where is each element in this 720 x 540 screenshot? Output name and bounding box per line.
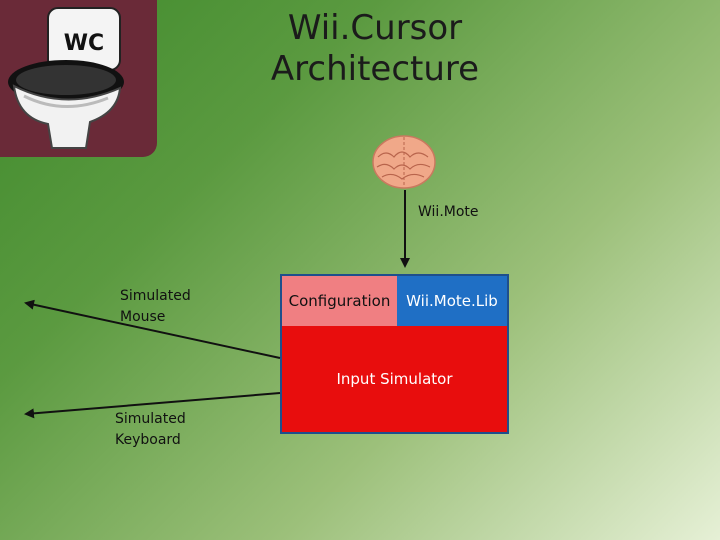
mouse-arrow <box>24 299 281 359</box>
wiimote-lib-label: Wii.Mote.Lib <box>406 292 498 310</box>
logo-text: WC <box>64 31 104 56</box>
slide-title: Wii.Cursor Architecture <box>230 8 520 90</box>
input-simulator-label: Input Simulator <box>336 370 453 388</box>
mouse-label-line-2: Mouse <box>120 309 166 325</box>
keyboard-label-line-2: Keyboard <box>115 432 181 448</box>
simulated-mouse-label: Simulated Mouse <box>120 286 210 328</box>
wc-logo: WC <box>0 0 157 157</box>
toilet-icon: WC <box>8 7 124 149</box>
wiimote-label: Wii.Mote <box>418 204 479 220</box>
brain-icon <box>372 135 436 189</box>
wiimote-lib-box: Wii.Mote.Lib <box>397 276 507 326</box>
keyboard-arrow <box>24 392 281 419</box>
simulated-keyboard-label: Simulated Keyboard <box>115 409 205 451</box>
title-line-1: Wii.Cursor <box>287 8 463 48</box>
mouse-label-line-1: Simulated <box>120 288 191 304</box>
configuration-box: Configuration <box>282 276 397 326</box>
title-line-2: Architecture <box>270 49 480 89</box>
configuration-label: Configuration <box>288 292 391 310</box>
keyboard-label-line-1: Simulated <box>115 411 186 427</box>
